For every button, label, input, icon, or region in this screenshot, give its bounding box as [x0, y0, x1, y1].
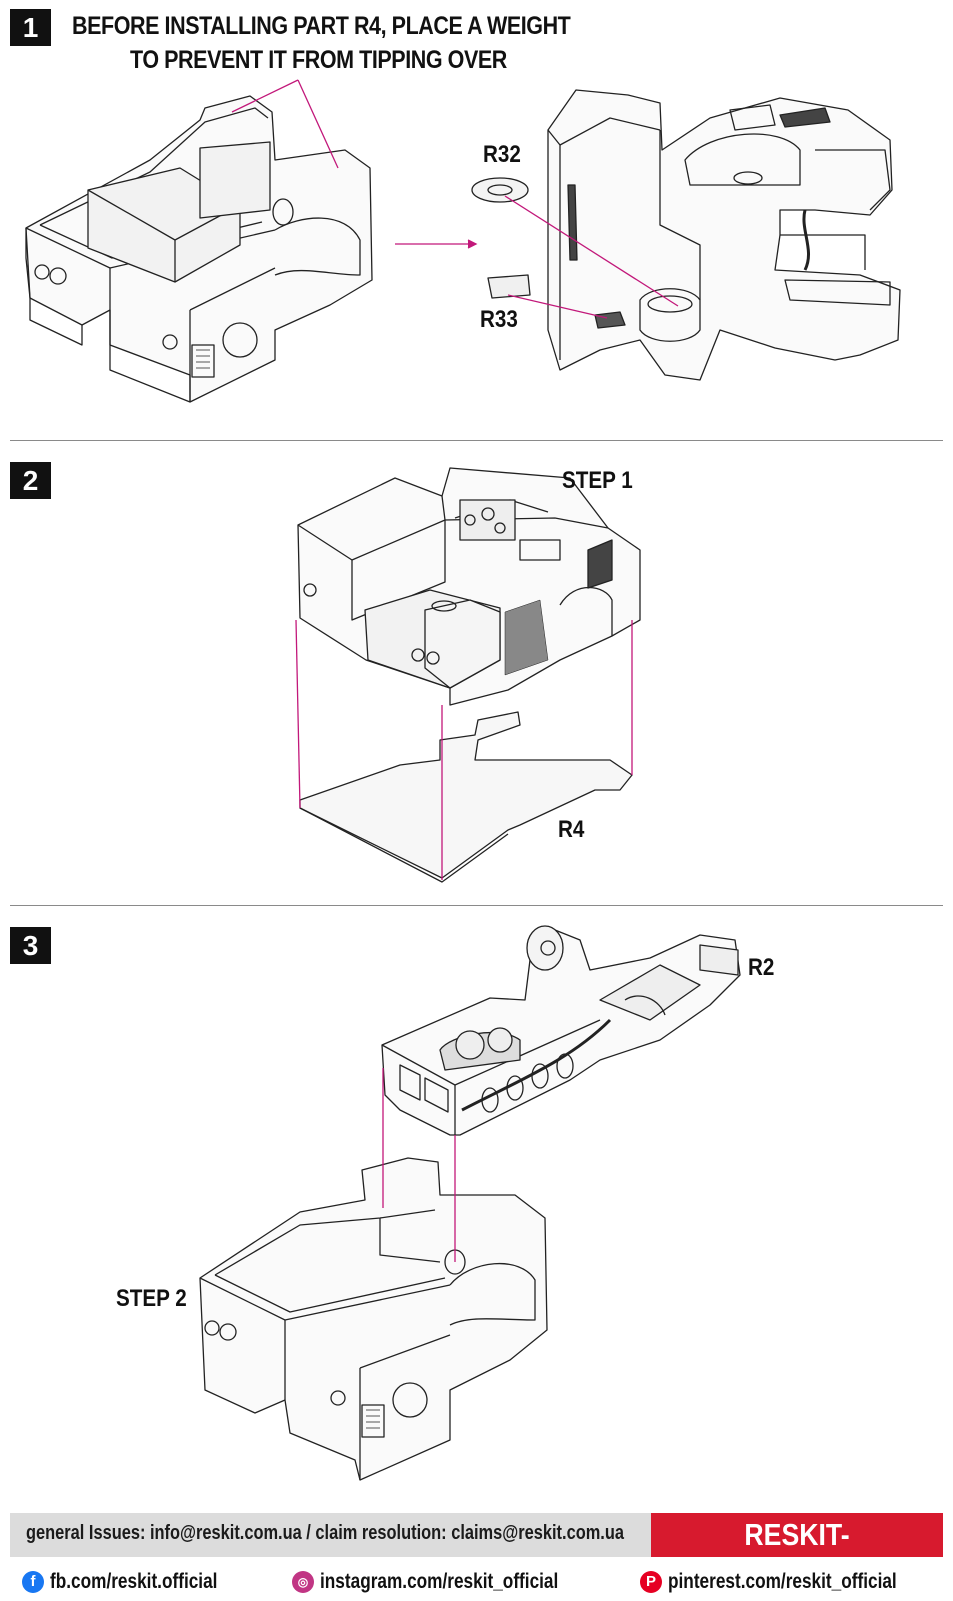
floor-plate-r4-drawing: [299, 711, 633, 879]
step-number-3: 3: [10, 927, 51, 964]
pinterest-icon: P: [640, 1571, 662, 1593]
social-facebook[interactable]: f fb.com/reskit.official: [22, 1568, 254, 1596]
social-pinterest-text: pinterest.com/reskit_official: [668, 1570, 897, 1593]
instagram-icon: ◎: [292, 1571, 314, 1593]
label-step-1: STEP 1: [562, 467, 633, 494]
social-pinterest[interactable]: P pinterest.com/reskit_official: [640, 1568, 947, 1596]
step-number-2: 2: [10, 462, 51, 499]
social-instagram-text: instagram.com/reskit_official: [320, 1570, 559, 1593]
hull-step-3-drawing: [199, 1157, 548, 1481]
label-r2: R2: [748, 954, 775, 981]
leader-lines: [231, 79, 679, 1262]
hull-interior-drawing: [471, 89, 901, 381]
label-r33: R33: [480, 306, 518, 333]
label-r32: R32: [483, 141, 521, 168]
label-step-2: STEP 2: [116, 1285, 187, 1312]
social-instagram[interactable]: ◎ instagram.com/reskit_official: [292, 1568, 611, 1596]
label-r4: R4: [558, 816, 585, 843]
step-1-heading-line-2: TO PREVENT IT FROM TIPPING OVER: [130, 46, 507, 74]
brand-website-text: RESKIT-MODELS.COM: [705, 1517, 889, 1596]
step-number-1: 1: [10, 9, 51, 46]
hull-tub-drawing: [25, 95, 373, 403]
social-facebook-text: fb.com/reskit.official: [50, 1570, 218, 1593]
chassis-frame-drawing: [381, 925, 741, 1136]
contact-emails: general Issues: info@reskit.com.ua / cla…: [26, 1522, 624, 1544]
cab-assembly-drawing: [297, 467, 641, 706]
facebook-icon: f: [22, 1571, 44, 1593]
separator-1: [10, 440, 943, 441]
brand-website[interactable]: RESKIT-MODELS.COM: [651, 1513, 943, 1596]
separator-2: [10, 905, 943, 906]
step-1-heading-line-1: BEFORE INSTALLING PART R4, PLACE A WEIGH…: [72, 12, 571, 40]
